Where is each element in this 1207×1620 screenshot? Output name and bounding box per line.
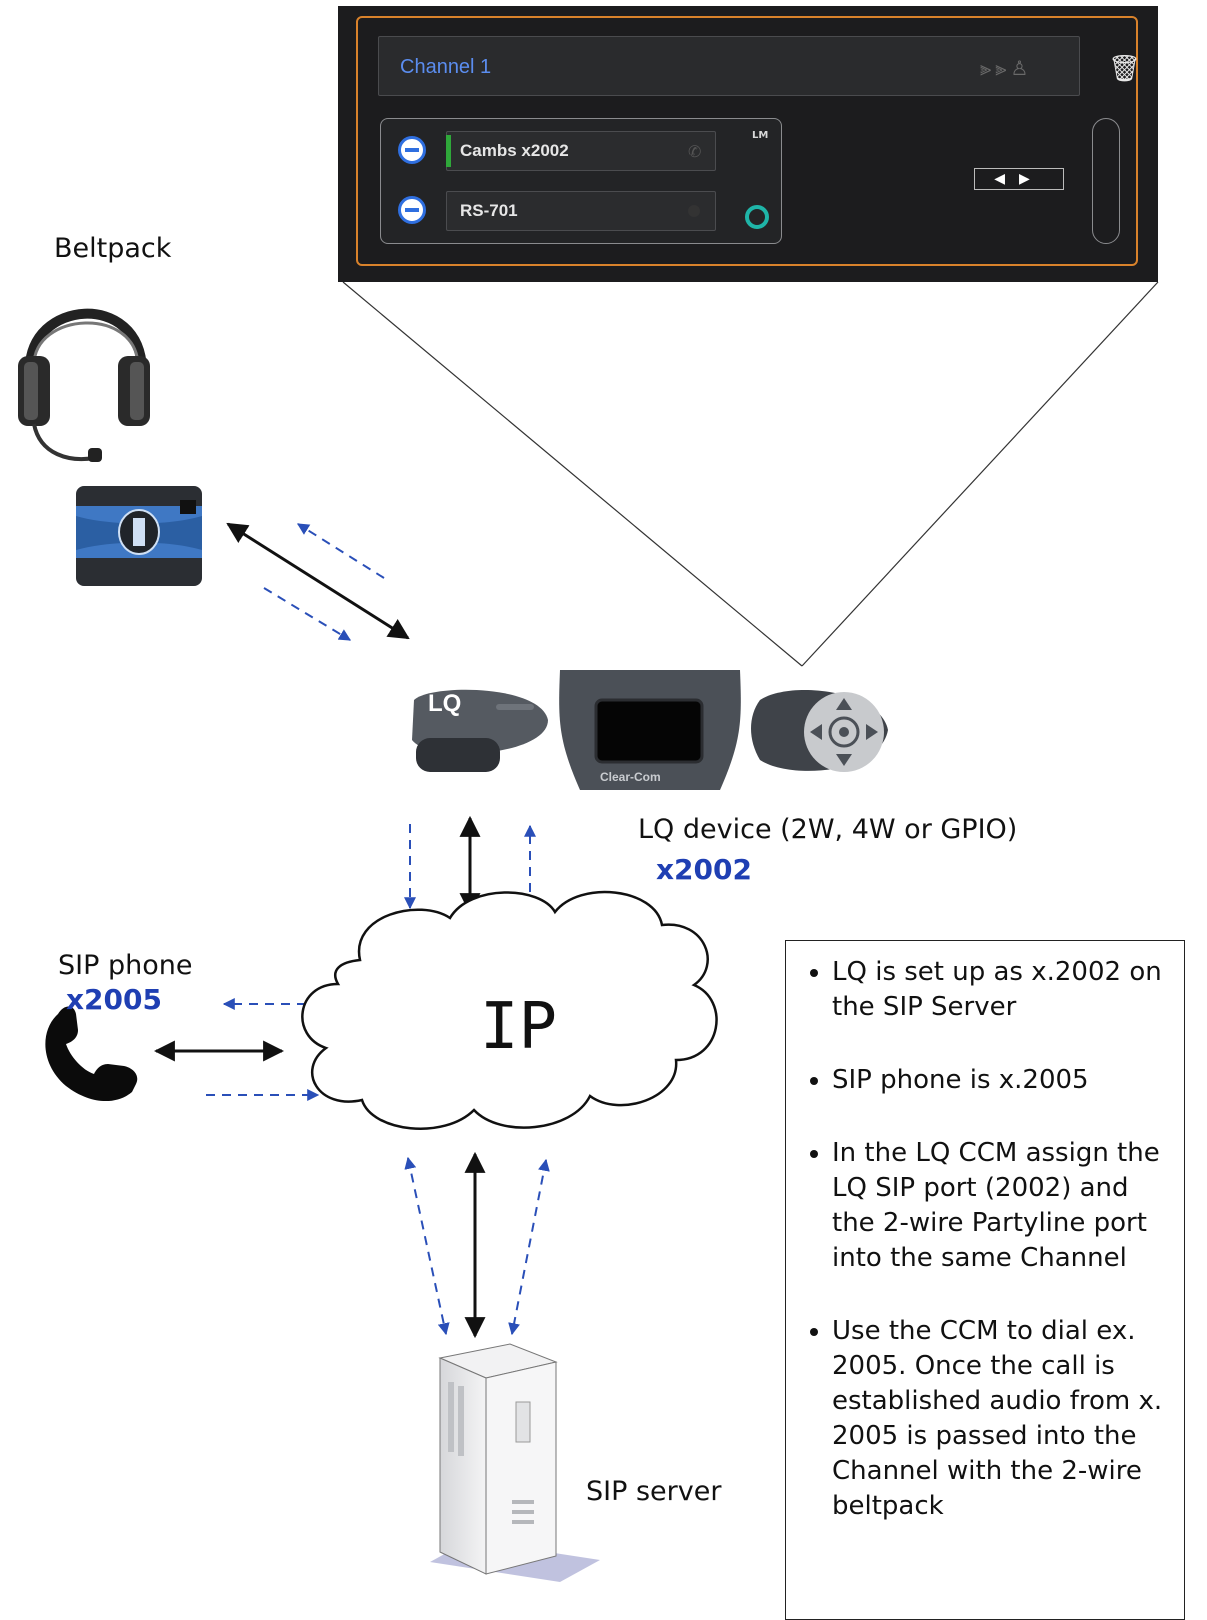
note-item: LQ is set up as x.2002 on the SIP Server [832,955,1174,1025]
note-item: SIP phone is x.2005 [832,1063,1174,1098]
dashed-connector-beltpack-to-lq [263,587,352,641]
port-label: RS-701 [460,201,518,220]
port-active-indicator [446,135,451,167]
note-item: In the LQ CCM assign the LQ SIP port (20… [832,1136,1174,1276]
channel-slider[interactable] [1092,118,1120,244]
trash-icon[interactable]: 🗑 [1108,54,1142,84]
channel-card [356,16,1138,266]
channel-title: Channel 1 [400,56,492,78]
lq-device-graphic [412,670,888,790]
port-field[interactable] [446,191,716,231]
dashed-connector-lq-to-beltpack [296,523,385,579]
channel-status-icons: ⫸⫸♙ [980,56,1033,80]
lq-logo: LQ [428,690,462,717]
sip-phone-label: SIP phone [58,950,193,981]
server-icon [430,1343,600,1582]
remove-port-button[interactable] [398,196,426,224]
port-status-dot [688,205,700,217]
notes-box: LQ is set up as x.2002 on the SIP Server… [785,940,1185,1620]
remove-port-button[interactable] [398,136,426,164]
mode-badge: LM [752,130,769,141]
callout-line-left [342,281,803,667]
channel-header-bar[interactable] [378,36,1080,96]
beltpack-label: Beltpack [54,233,172,264]
sip-server-label: SIP server [586,1476,722,1507]
headset-icon [18,308,150,462]
cloud-label: IP [480,990,558,1064]
level-knob-icon[interactable] [745,205,769,229]
port-label: Cambs x2002 [460,141,569,160]
beltpack-icon [76,486,202,586]
callout-line-right [801,281,1159,667]
connector-beltpack-lq [226,522,410,640]
lq-extension: x2002 [656,853,752,886]
dashed-connector-server-cloud-left [404,1156,450,1336]
call-icon[interactable]: ✆ [688,142,702,161]
sip-phone-extension: x2005 [66,983,162,1016]
phone-icon [45,1006,138,1102]
cloud-icon [301,890,718,1130]
lq-brand: Clear-Com [600,770,661,784]
port-field[interactable] [446,131,716,171]
lq-device-label: LQ device (2W, 4W or GPIO) [638,814,1018,845]
route-direction-arrows[interactable]: ◀▶ [974,168,1064,190]
note-item: Use the CCM to dial ex. 2005. Once the c… [832,1314,1174,1524]
dashed-connector-server-cloud-right [508,1158,550,1336]
